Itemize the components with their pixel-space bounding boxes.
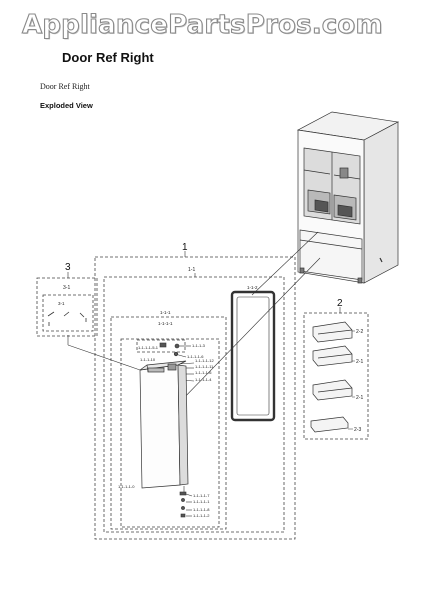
group-boxes (36, 256, 369, 540)
page-title: Door Ref Right (62, 50, 154, 65)
bin-2-1-upper (312, 345, 353, 367)
callout-bin: 2-3 (354, 427, 361, 433)
assembly-1-1-1-box (110, 316, 227, 530)
bin-2-2 (312, 321, 353, 343)
group-3-box (36, 277, 98, 337)
callout-bottom-part: 1-1-1-1-7 (193, 493, 210, 498)
hinge-parts (47, 311, 87, 326)
callout-bin: 2-1 (356, 359, 363, 365)
label-1-1: 1-1 (188, 267, 195, 273)
assembly-3-1-box (42, 294, 94, 332)
watermark-logo: AppliancePartsPros.com (21, 9, 383, 40)
callout-bottom-part: 1-1-1-1-2 (193, 513, 210, 518)
label-3-1-inner: 3-1 (58, 301, 65, 306)
callout-door-part: 1-1-1-3 (192, 343, 206, 348)
callout-door-part: 1-1-1-1-5-1 (138, 345, 159, 350)
door-small-parts (159, 342, 187, 518)
callout-door-part: 1-1-1-10 (140, 357, 156, 362)
callout-door-part: 1-1-1-1-11 (195, 364, 214, 369)
label-1-1-1-1: 1-1-1-1 (158, 321, 173, 326)
callout-door-part: 1-1-1-1-0 (118, 484, 135, 489)
group-number-3: 3 (65, 262, 71, 273)
label-3-1: 3-1 (63, 285, 70, 291)
callout-bin: 2-1 (356, 395, 363, 401)
callout-door-part: 1-1-1-1-6 (195, 370, 212, 375)
label-1-1-1: 1-1-1 (160, 310, 171, 315)
refrigerator-illustration (296, 111, 400, 284)
view-label: Exploded View (40, 101, 93, 110)
group-1-box (94, 256, 296, 540)
assembly-1-1-box (103, 276, 285, 533)
callout-bin: 2-2 (356, 329, 363, 335)
label-gasket: 1-1-2 (247, 285, 258, 290)
group-2-box (303, 312, 369, 440)
callout-door-part: 1-1-1-1-4 (195, 377, 212, 382)
refrigerator-door (139, 360, 189, 489)
bin-2-1-lower (312, 379, 353, 401)
group-number-2: 2 (337, 298, 343, 309)
callout-bottom-part: 1-1-1-1-1 (193, 499, 210, 504)
page-subtitle: Door Ref Right (40, 82, 90, 91)
door-gasket (230, 290, 276, 422)
door-bins (310, 321, 353, 433)
callout-door-part: 1-1-1-1-12 (195, 358, 214, 363)
callout-door-part: 1-1-1-1-6 (187, 354, 204, 359)
assembly-1-1-1-1-box (120, 338, 220, 528)
group-number-1: 1 (182, 242, 188, 253)
bin-2-3 (310, 416, 349, 433)
callout-bottom-part: 1-1-1-1-8 (193, 507, 210, 512)
